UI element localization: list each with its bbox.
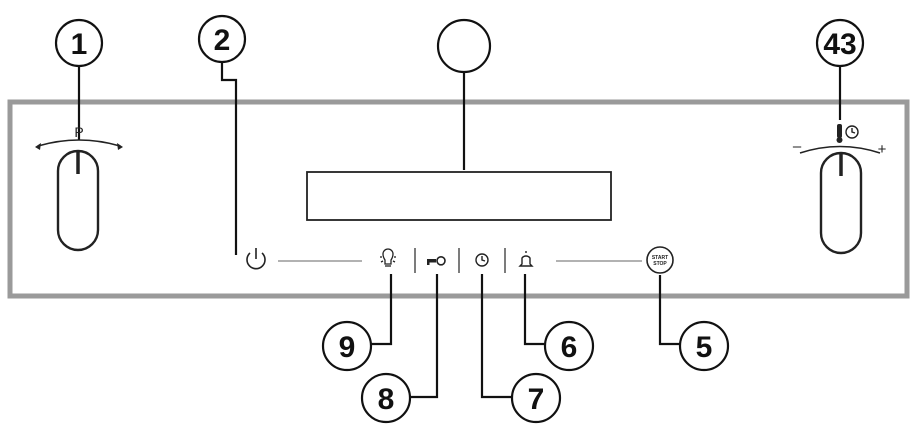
callout-3 [436,18,492,74]
temperature-knob-scale-arc [799,145,881,154]
program-knob-scale-arc [37,139,121,147]
power-icon [246,248,266,270]
leader-2 [220,62,238,255]
program-knob-left-arrow [35,143,41,150]
leader-9 [371,274,393,346]
callout-8: 8 [360,372,412,424]
callout-7: 7 [510,372,562,424]
temperature-knob-group: – + [793,124,887,255]
callout-5-number: 5 [696,331,713,364]
callout-1: 1 [54,18,104,68]
clock-icon [845,125,859,139]
callout-1-number: 1 [71,28,88,61]
callout-9: 9 [321,320,373,372]
callout-4-number: 43 [823,28,856,61]
callout-8-number: 8 [378,383,395,416]
callout-6-number: 6 [561,331,578,364]
display-window [306,171,612,221]
light-bulb-icon [380,248,396,267]
callout-9-number: 9 [339,331,356,364]
start-stop-button[interactable]: START STOP [646,246,674,274]
callout-6: 6 [543,320,595,372]
callout-7-number: 7 [528,383,545,416]
start-stop-label-start: START [652,255,668,261]
alarm-button[interactable] [514,248,540,274]
program-knob-group: P [35,124,123,252]
callout-2: 2 [197,14,247,64]
leader-6 [523,274,544,346]
temperature-knob-minus: – [793,138,802,155]
bell-icon [518,251,534,267]
leader-8 [410,272,439,399]
leader-5 [658,275,680,346]
leader-7 [480,272,512,399]
temperature-knob-plus: + [878,141,887,158]
timer-button[interactable] [470,248,496,274]
callout-4: 43 [815,18,865,68]
clock-icon [475,253,489,267]
start-stop-label-stop: STOP [653,261,667,267]
power-button[interactable] [242,247,268,273]
leader-lines [77,62,842,399]
key-icon [427,255,446,266]
callout-2-number: 2 [214,24,231,57]
callout-5: 5 [678,320,730,372]
button-row: START STOP [242,246,674,274]
thermometer-icon [836,124,843,143]
program-knob-right-arrow [117,143,123,150]
child-lock-button[interactable] [424,248,450,274]
oven-light-button[interactable] [375,248,401,274]
program-knob-label: P [74,124,83,140]
